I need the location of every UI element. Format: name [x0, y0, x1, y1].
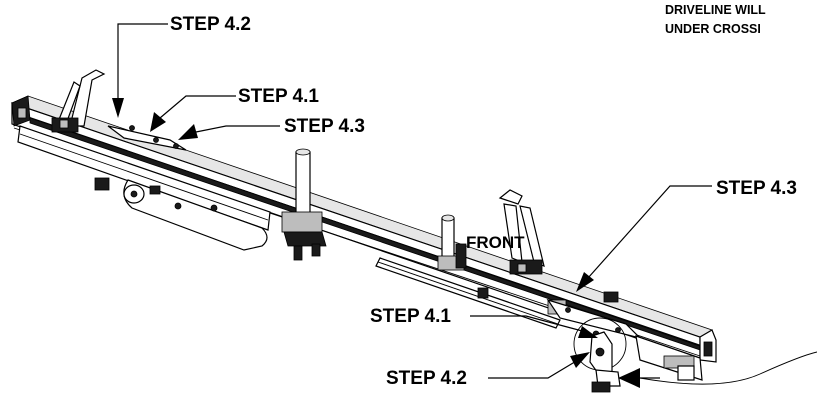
note-line-2: UNDER CROSSI	[665, 22, 761, 36]
clamp-detail	[573, 317, 627, 393]
label-step-4-2-right: STEP 4.2	[386, 368, 467, 389]
driveline-curve	[639, 351, 817, 385]
left-bracket	[51, 69, 106, 133]
label-front: FRONT	[466, 233, 525, 252]
label-step-4-3-right: STEP 4.3	[716, 178, 797, 199]
left-lower-arm	[94, 177, 268, 251]
label-step-4-3-left: STEP 4.3	[284, 116, 365, 137]
label-step-4-2-left: STEP 4.2	[170, 14, 251, 35]
leader-lines	[112, 23, 712, 388]
second-post	[437, 214, 467, 271]
label-step-4-1-left: STEP 4.1	[238, 86, 319, 107]
right-lower-arm	[635, 335, 703, 381]
center-post	[281, 148, 327, 261]
left-plate	[107, 125, 187, 151]
note-line-1: DRIVELINE WILL	[665, 3, 766, 17]
right-bracket	[498, 189, 619, 303]
label-step-4-1-right: STEP 4.1	[370, 306, 451, 327]
frame-rail	[10, 95, 717, 363]
